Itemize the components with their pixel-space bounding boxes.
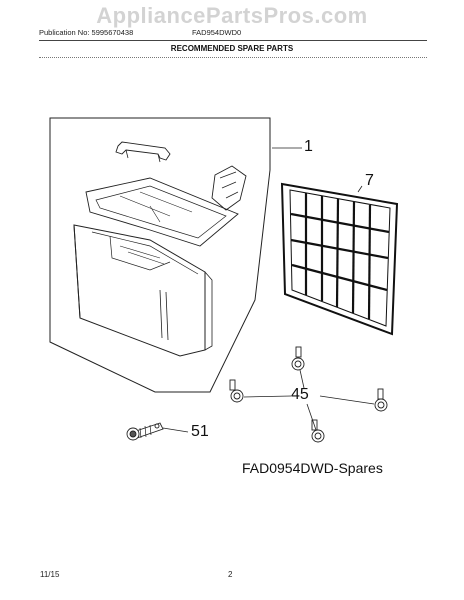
callout-51: 51 — [191, 423, 209, 440]
drain-hose-adapter-icon — [126, 422, 164, 441]
front-cover-housing-icon — [49, 117, 271, 393]
watermark: AppliancePartsPros.com — [96, 3, 368, 28]
footer-page-number: 2 — [228, 570, 233, 579]
section-title: RECOMMENDED SPARE PARTS — [170, 44, 294, 53]
leader-line-51 — [162, 427, 189, 433]
header-divider — [39, 40, 427, 41]
leader-lines-45 — [243, 369, 375, 431]
callout-45: 45 — [291, 386, 309, 403]
callout-7: 7 — [365, 172, 374, 189]
diagram-caption: FAD0954DWD-Spares — [242, 460, 383, 476]
air-filter-grid-icon — [280, 182, 399, 336]
footer-date: 11/15 — [40, 570, 60, 579]
model-number: FAD954DWD0 — [192, 28, 242, 37]
leader-line-7 — [357, 185, 363, 193]
section-divider — [39, 57, 427, 58]
callout-1: 1 — [304, 138, 313, 155]
caster-wheel-icon — [229, 346, 388, 443]
publication-number: Publication No: 5995670438 — [39, 28, 134, 37]
